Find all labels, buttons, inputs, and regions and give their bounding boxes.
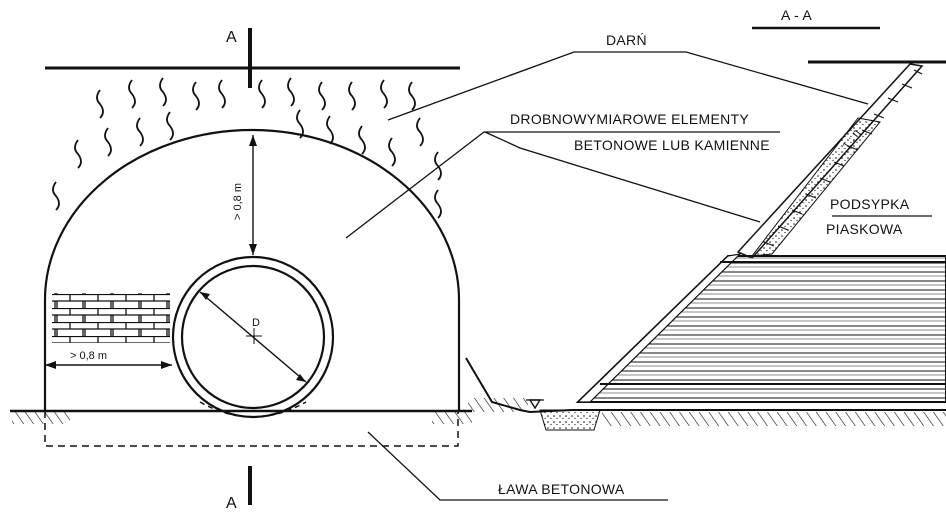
ditch-hatch [468, 398, 528, 412]
slope-sand-bedding [750, 117, 881, 257]
pipe-bedding-dashed [199, 401, 307, 418]
dim-horizontal-label: > 0,8 m [70, 350, 107, 362]
diameter-line [199, 291, 307, 383]
pipe-inner [180, 264, 326, 410]
arch-outline [43, 128, 461, 410]
section-mark-top-label: A [226, 29, 237, 46]
ground-hatch-right [432, 412, 472, 424]
water-level-mark [528, 399, 542, 410]
brick-wall [52, 293, 170, 343]
podsypka-label-line1: PODSYPKA [830, 196, 910, 212]
turf-squiggles [52, 77, 442, 219]
diameter-label: D [252, 317, 260, 329]
section-title: A - A [781, 7, 812, 23]
leader-lines [345, 51, 932, 501]
slope-turf-ticks [763, 69, 923, 247]
embankment-slope-face [576, 253, 742, 403]
section-mark-bottom-label: A [226, 495, 237, 512]
dim-vertical-label: > 0,8 m [232, 183, 244, 220]
elements-label-line1: DROBNOWYMIAROWE ELEMENTY [510, 111, 749, 127]
ditch-sand [539, 409, 601, 431]
podsypka-label-line2: PIASKOWA [826, 221, 903, 237]
concrete-bench-dashed [44, 411, 459, 447]
elements-label-line2: BETONOWE LUB KAMIENNE [574, 137, 770, 153]
embankment-layers [575, 255, 946, 403]
darn-label: DARŃ [606, 32, 647, 48]
right-ground-hatch [602, 412, 946, 426]
lawa-label: ŁAWA BETONOWA [498, 481, 625, 497]
ground-hatch-left [12, 412, 70, 424]
